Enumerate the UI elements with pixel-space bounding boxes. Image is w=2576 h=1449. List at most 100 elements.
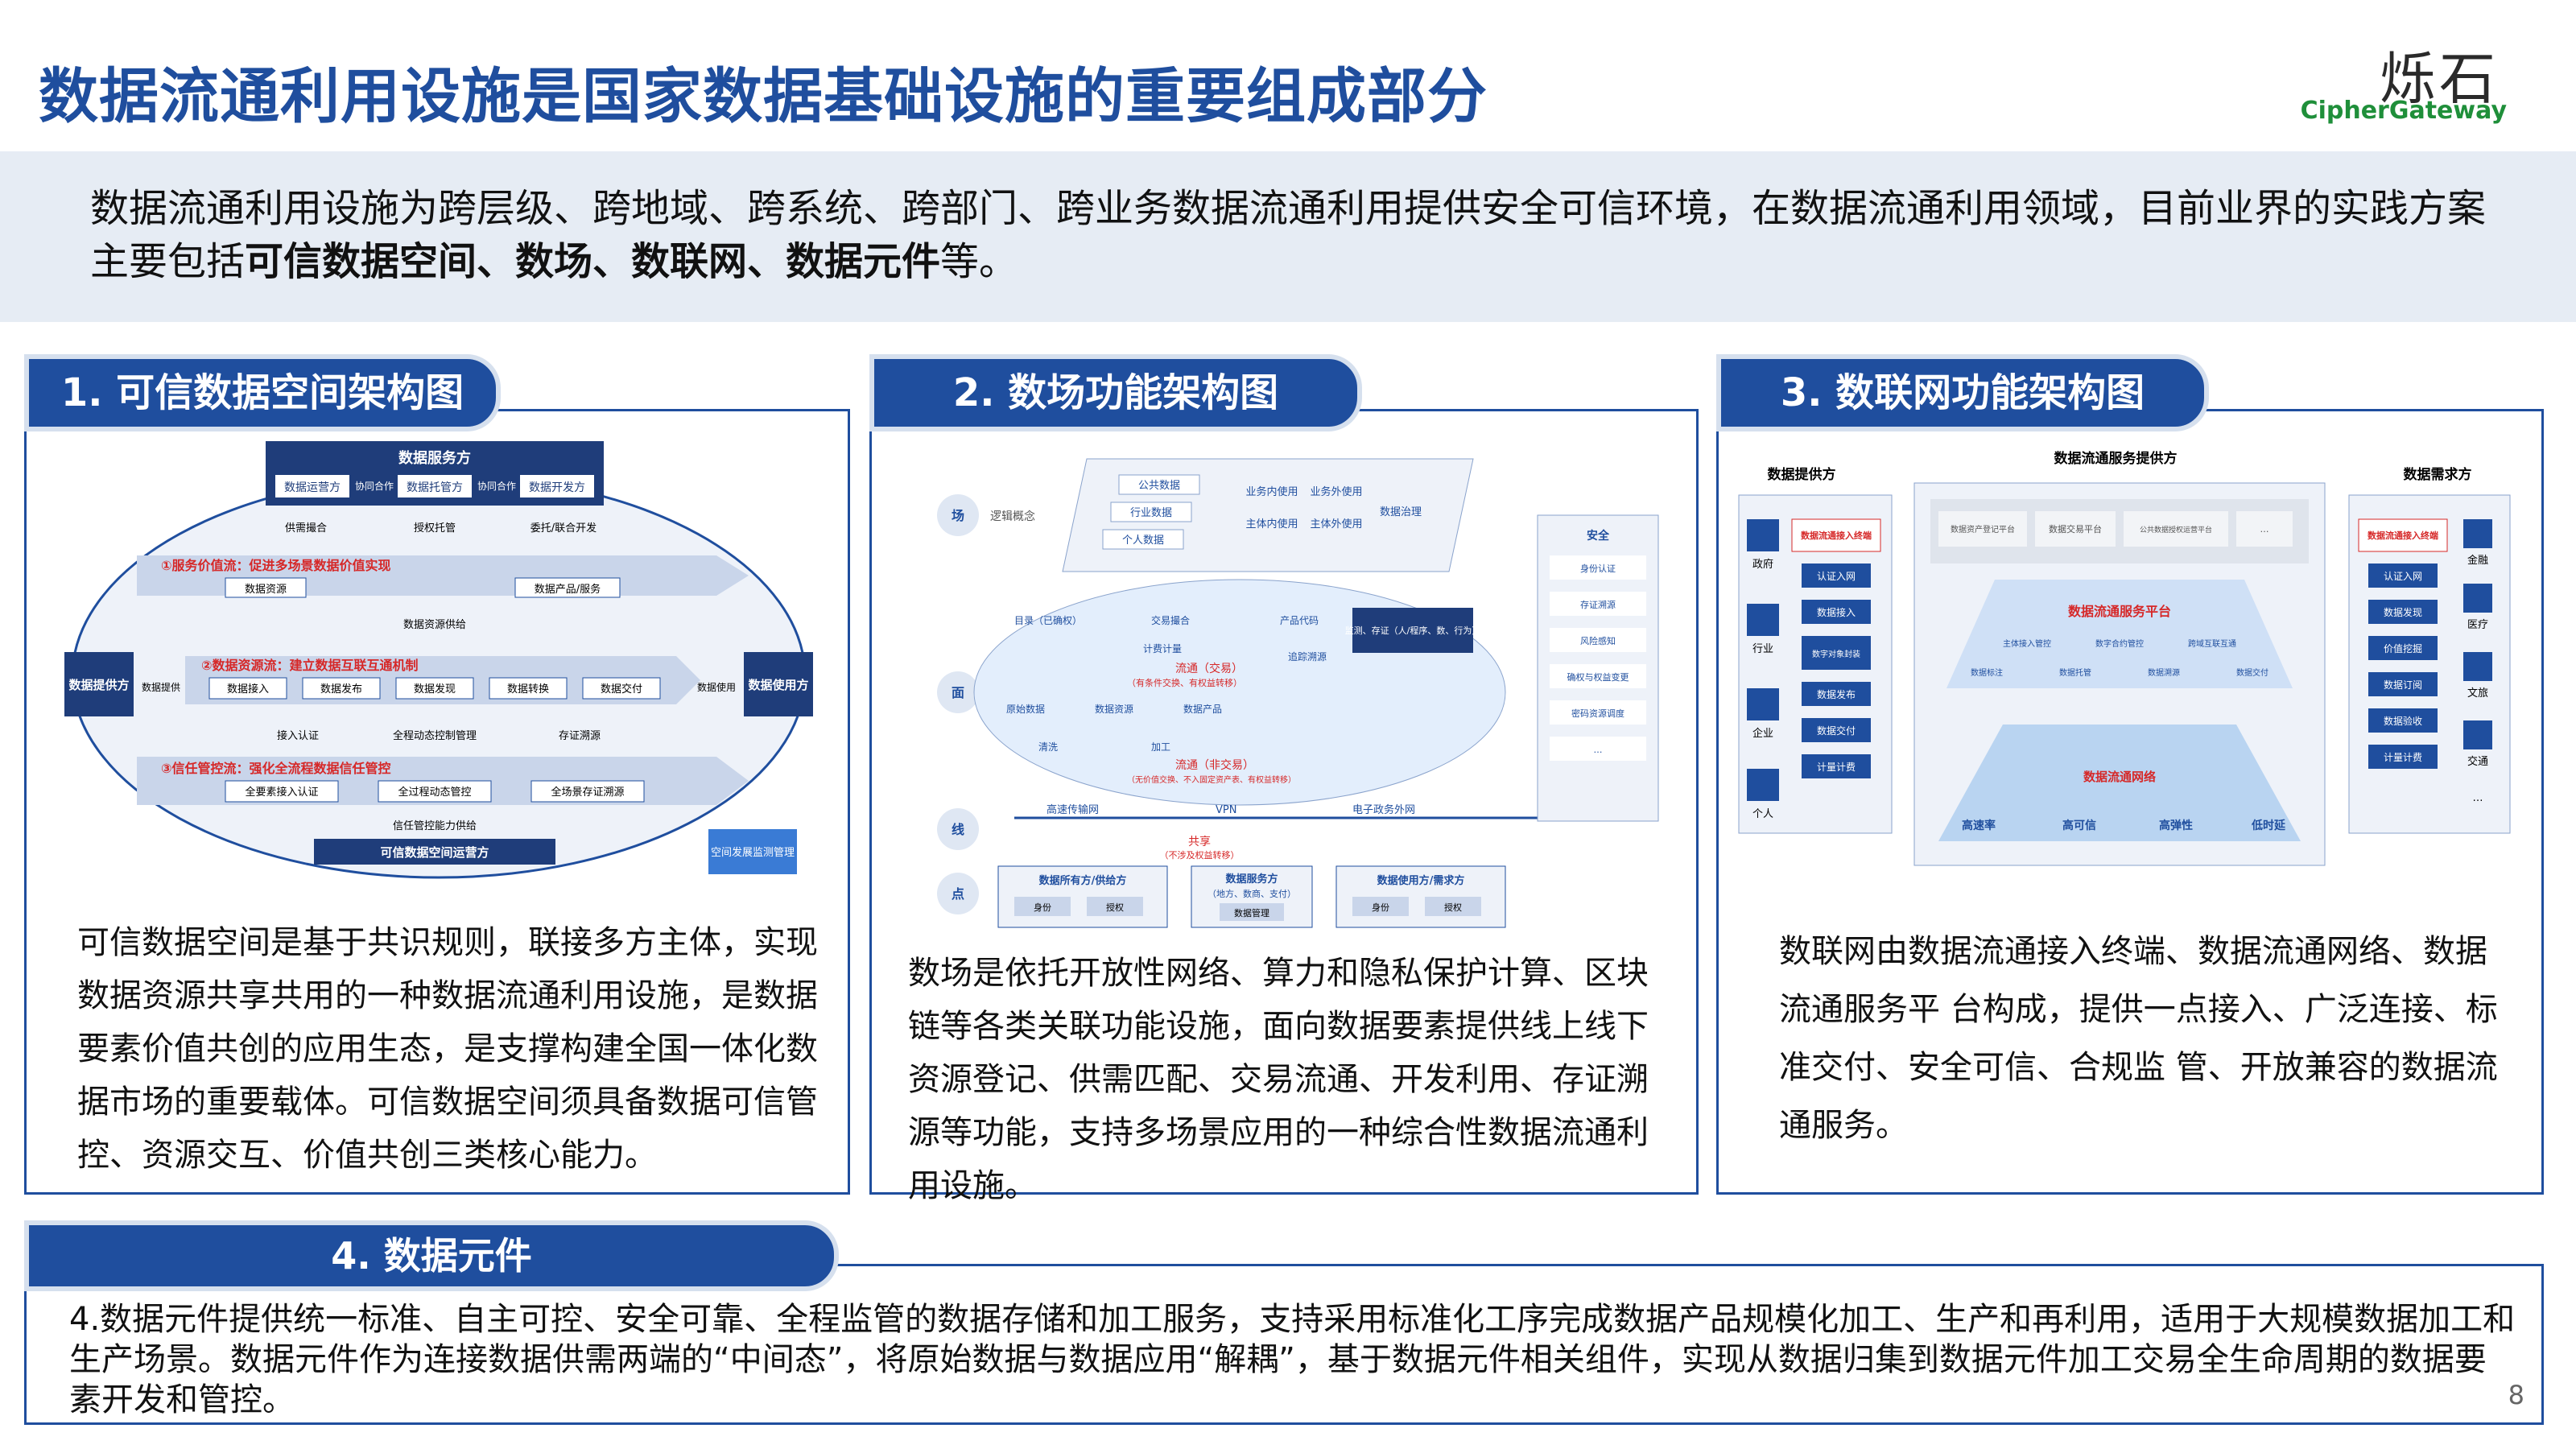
d1-service-party: 数据服务方 <box>398 449 471 467</box>
svg-text:低时延: 低时延 <box>2251 819 2286 832</box>
svg-text:面: 面 <box>952 685 964 700</box>
svg-text:计费计量: 计费计量 <box>1143 643 1182 654</box>
svg-text:接入认证: 接入认证 <box>277 729 319 742</box>
svg-text:产品代码: 产品代码 <box>1280 615 1319 626</box>
svg-text:数字合约管控: 数字合约管控 <box>2095 638 2144 649</box>
svg-text:目录（已确权）: 目录（已确权） <box>1014 615 1082 626</box>
svg-text:流通（交易）: 流通（交易） <box>1175 662 1243 675</box>
svg-text:原始数据: 原始数据 <box>1006 703 1045 715</box>
svg-text:（无价值交换、不入固定资产表、有权益转移）: （无价值交换、不入固定资产表、有权益转移） <box>1127 774 1296 785</box>
data-network-diagram: 数据提供方 数据流通服务提供方 数据需求方 政府 行业 企业 个人 数据流通接入… <box>1737 439 2526 873</box>
svg-text:数据流通服务平台: 数据流通服务平台 <box>2068 604 2171 619</box>
svg-text:线: 线 <box>952 822 964 837</box>
svg-text:授权: 授权 <box>1106 902 1124 913</box>
svg-text:②数据资源流：建立数据互联互通机制: ②数据资源流：建立数据互联互通机制 <box>201 658 419 673</box>
svg-text:数据资源: 数据资源 <box>1095 703 1133 715</box>
svg-text:数据服务方: 数据服务方 <box>1225 873 1278 886</box>
svg-text:数据资源供给: 数据资源供给 <box>403 619 466 631</box>
svg-text:数据产品: 数据产品 <box>1183 703 1222 715</box>
svg-text:③信任管控流：强化全流程数据信任管控: ③信任管控流：强化全流程数据信任管控 <box>161 761 391 776</box>
svg-text:主体内使用: 主体内使用 <box>1245 518 1298 530</box>
brand-logo-en: CipherGateway <box>2300 97 2507 125</box>
svg-text:数据资产登记平台: 数据资产登记平台 <box>1951 524 2015 535</box>
trusted-space-diagram: 数据服务方 数据运营方 协同合作 数据托管方 协同合作 数据开发方 供需撮合 授… <box>64 435 813 894</box>
panel-text-data-field: 数场是依托开放性网络、算力和隐私保护计算、区块链等各类关联功能设施，面向数据要素… <box>908 955 1649 1204</box>
svg-text:全过程动态管控: 全过程动态管控 <box>398 786 471 799</box>
svg-text:高可信: 高可信 <box>2062 819 2096 832</box>
svg-text:行业数据: 行业数据 <box>1130 507 1172 519</box>
svg-text:交易撮合: 交易撮合 <box>1151 614 1190 626</box>
panel-title-trusted-space: 1. 可信数据空间架构图 <box>24 354 501 431</box>
svg-text:数据溯源: 数据溯源 <box>2148 667 2180 678</box>
panel-title-data-field: 2. 数场功能架构图 <box>869 354 1362 431</box>
svg-text:数据交付: 数据交付 <box>601 683 642 696</box>
svg-text:价值挖掘: 价值挖掘 <box>2384 642 2422 654</box>
svg-text:授权: 授权 <box>1444 902 1462 913</box>
svg-text:数据交付: 数据交付 <box>1817 724 1856 737</box>
svg-text:加工: 加工 <box>1151 741 1170 753</box>
svg-text:交通: 交通 <box>2467 755 2488 768</box>
svg-text:…: … <box>1594 745 1603 755</box>
svg-text:主体外使用: 主体外使用 <box>1310 518 1362 530</box>
svg-text:电子政务外网: 电子政务外网 <box>1352 803 1415 816</box>
svg-text:认证入网: 认证入网 <box>1817 571 1856 582</box>
svg-text:主体接入管控: 主体接入管控 <box>2003 638 2051 649</box>
svg-text:流通（非交易）: 流通（非交易） <box>1175 758 1254 772</box>
svg-text:数据交易平台: 数据交易平台 <box>2049 523 2102 535</box>
svg-text:数字对象封装: 数字对象封装 <box>1812 649 1860 659</box>
svg-text:数据接入: 数据接入 <box>1817 606 1856 618</box>
svg-text:数据运营方: 数据运营方 <box>284 481 341 494</box>
svg-text:监测、存证（人/程序、数、行为）: 监测、存证（人/程序、数、行为） <box>1345 625 1481 636</box>
svg-text:…: … <box>2473 792 2483 804</box>
svg-text:数据使用方/需求方: 数据使用方/需求方 <box>1377 874 1465 887</box>
svg-text:授权托管: 授权托管 <box>414 522 456 535</box>
svg-text:政府: 政府 <box>1752 559 1773 571</box>
svg-text:数据开发方: 数据开发方 <box>529 481 585 494</box>
svg-text:跨域互联互通: 跨域互联互通 <box>2188 638 2236 649</box>
svg-text:数据发现: 数据发现 <box>414 683 456 696</box>
svg-text:数据发现: 数据发现 <box>2384 606 2422 618</box>
svg-text:存证溯源: 存证溯源 <box>1580 599 1616 610</box>
svg-text:数据管理: 数据管理 <box>1234 907 1269 919</box>
svg-text:存证溯源: 存证溯源 <box>559 729 601 742</box>
svg-text:行业: 行业 <box>1752 643 1773 655</box>
svg-text:数据提供: 数据提供 <box>142 681 180 693</box>
svg-text:数据发布: 数据发布 <box>320 683 362 696</box>
svg-text:身份认证: 身份认证 <box>1580 563 1616 574</box>
svg-text:（不涉及权益转移）: （不涉及权益转移） <box>1160 849 1240 861</box>
svg-text:全要素接入认证: 全要素接入认证 <box>245 786 318 799</box>
svg-text:数据流通接入终端: 数据流通接入终端 <box>1801 530 1872 541</box>
svg-text:（地方、数商、支付）: （地方、数商、支付） <box>1208 888 1296 899</box>
panel-text-data-network: 数联网由数据流通接入终端、数据流通网络、数据流通服务平 台构成，提供一点接入、广… <box>1779 933 2498 1144</box>
svg-text:数据使用方: 数据使用方 <box>748 678 808 692</box>
svg-text:数据标注: 数据标注 <box>1971 667 2003 678</box>
svg-text:协同合作: 协同合作 <box>355 480 394 492</box>
page-number: 8 <box>2508 1380 2524 1410</box>
svg-text:数据提供方: 数据提供方 <box>1768 466 1836 483</box>
svg-text:数据资源: 数据资源 <box>245 584 287 596</box>
svg-text:认证入网: 认证入网 <box>2384 571 2422 582</box>
svg-text:可信数据空间运营方: 可信数据空间运营方 <box>380 845 489 860</box>
svg-text:数据托管: 数据托管 <box>2059 667 2091 678</box>
svg-text:业务内使用: 业务内使用 <box>1245 485 1298 498</box>
svg-text:数据交付: 数据交付 <box>2236 667 2268 678</box>
svg-text:数据提供方: 数据提供方 <box>68 678 129 692</box>
svg-text:数据订阅: 数据订阅 <box>2384 679 2422 691</box>
svg-text:医疗: 医疗 <box>2467 619 2488 631</box>
svg-text:逻辑概念: 逻辑概念 <box>990 510 1035 523</box>
intro-text: 数据流通利用设施为跨层级、跨地域、跨系统、跨部门、跨业务数据流通利用提供安全可信… <box>90 186 2487 284</box>
svg-text:（有条件交换、有权益转移）: （有条件交换、有权益转移） <box>1127 677 1242 688</box>
svg-text:公共数据授权运营平台: 公共数据授权运营平台 <box>2140 525 2212 535</box>
svg-text:…: … <box>2260 524 2269 535</box>
svg-text:全场景存证溯源: 全场景存证溯源 <box>551 786 624 799</box>
svg-text:空间发展监测管理: 空间发展监测管理 <box>711 846 795 859</box>
svg-text:数据所有方/供给方: 数据所有方/供给方 <box>1039 874 1127 887</box>
svg-text:个人数据: 个人数据 <box>1122 535 1164 547</box>
svg-text:信任管控能力供给: 信任管控能力供给 <box>393 820 477 832</box>
svg-text:数据转换: 数据转换 <box>507 683 549 696</box>
panel-text-data-element: 4.数据元件提供统一标准、自主可控、安全可靠、全程监管的数据存储和加工服务，支持… <box>69 1301 2516 1418</box>
page-title: 数据流通利用设施是国家数据基础设施的重要组成部分 <box>39 62 1488 131</box>
svg-text:安全: 安全 <box>1587 529 1610 543</box>
svg-text:委托/联合开发: 委托/联合开发 <box>530 522 597 535</box>
svg-text:数据验收: 数据验收 <box>2384 715 2422 727</box>
